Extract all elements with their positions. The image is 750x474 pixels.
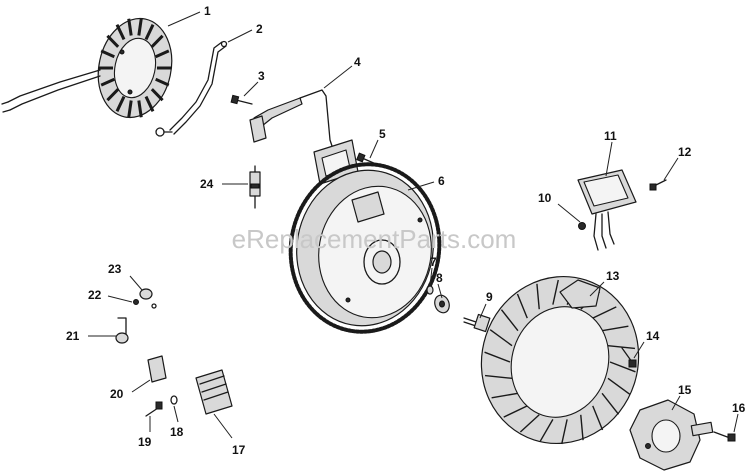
- callout-15: 15: [678, 383, 692, 397]
- fan-blade: [539, 419, 554, 442]
- stator-tooth: [150, 34, 164, 48]
- fan-blade: [580, 414, 584, 441]
- part-washer-8: [434, 294, 450, 314]
- fan-blade: [561, 419, 568, 445]
- stator-tooth: [100, 49, 115, 59]
- stator-tooth: [144, 24, 155, 41]
- fan-blade: [516, 293, 528, 319]
- fan-blade: [592, 405, 604, 431]
- fan-blade: [552, 279, 559, 305]
- part-washer-18: [170, 395, 178, 405]
- stator-tooth: [144, 95, 155, 112]
- fan-blade: [484, 351, 511, 363]
- fan-blade: [503, 405, 528, 418]
- callout-labels: 1 2 3 4 5 6 7 8 9 10 11 12 13 14 15 16 1…: [66, 4, 746, 457]
- callout-16: 16: [732, 401, 746, 415]
- leader-lines: [88, 11, 739, 439]
- stator-tooth: [155, 77, 170, 87]
- fan-blade: [601, 392, 620, 415]
- part-screw-3: [230, 94, 253, 105]
- fan-blade: [489, 329, 513, 347]
- part-spark-plug: [249, 165, 261, 209]
- part-screw-5: [356, 152, 377, 165]
- callout-11: 11: [604, 129, 617, 143]
- stator-tooth: [127, 100, 133, 118]
- stator-tooth: [106, 34, 120, 48]
- stator-tooth: [106, 88, 120, 102]
- fan-blade: [609, 361, 636, 373]
- callout-3: 3: [258, 69, 265, 83]
- callout-12: 12: [678, 145, 692, 159]
- part-screw-12: [649, 179, 667, 191]
- part-cooling-fan: [480, 275, 640, 445]
- fan-blade: [519, 414, 540, 433]
- part-nut-22: [133, 299, 139, 305]
- part-washer-7: [426, 285, 434, 295]
- part-rectifier: [577, 169, 637, 251]
- callout-10: 10: [538, 191, 552, 205]
- callout-17: 17: [232, 443, 246, 457]
- callout-20: 20: [110, 387, 124, 401]
- stator-tooth: [100, 77, 115, 87]
- part-screw-14: [621, 347, 637, 368]
- callout-23: 23: [108, 262, 122, 276]
- part-clamp: [115, 317, 129, 344]
- fan-blade: [491, 392, 519, 399]
- callout-9: 9: [486, 290, 493, 304]
- callout-6: 6: [438, 174, 445, 188]
- part-screw-19: [145, 401, 163, 417]
- stator-tooth: [137, 100, 143, 118]
- part-ignition-module: [249, 89, 359, 185]
- part-fan-retainer: [629, 399, 714, 471]
- callout-4: 4: [354, 55, 361, 69]
- fan-blade: [601, 325, 629, 332]
- callout-18: 18: [170, 425, 184, 439]
- part-bracket: [155, 40, 228, 137]
- callout-1: 1: [204, 4, 211, 18]
- fan-blade: [484, 374, 513, 380]
- callout-7: 7: [430, 255, 437, 269]
- part-grommet: [578, 222, 586, 230]
- part-screw-16: [713, 431, 736, 442]
- watermark-text: eReplacementParts.com: [232, 224, 517, 254]
- stator-tooth: [150, 88, 164, 102]
- part-flywheel: [288, 162, 442, 334]
- callout-8: 8: [436, 271, 443, 285]
- stator-tooth: [155, 49, 170, 59]
- callout-19: 19: [138, 435, 152, 449]
- callout-21: 21: [66, 329, 80, 343]
- fan-blade: [592, 306, 617, 319]
- fan-blade: [536, 283, 540, 310]
- fan-blade: [607, 377, 631, 395]
- part-terminal-block: [147, 355, 167, 383]
- part-fitting-23: [139, 288, 157, 309]
- fan-blade: [607, 344, 636, 350]
- fan-blade: [500, 309, 519, 332]
- stator-tooth: [115, 95, 126, 112]
- stator-tooth: [137, 18, 143, 36]
- callout-14: 14: [646, 329, 660, 343]
- part-bolt-9: [463, 313, 491, 333]
- callout-24: 24: [200, 177, 214, 191]
- callout-13: 13: [606, 269, 620, 283]
- part-regulator: [195, 369, 233, 415]
- callout-2: 2: [256, 22, 263, 36]
- stator-tooth: [115, 24, 126, 41]
- part-stator: [1, 17, 173, 119]
- callout-22: 22: [88, 288, 102, 302]
- stator-tooth: [127, 18, 133, 36]
- callout-5: 5: [379, 127, 386, 141]
